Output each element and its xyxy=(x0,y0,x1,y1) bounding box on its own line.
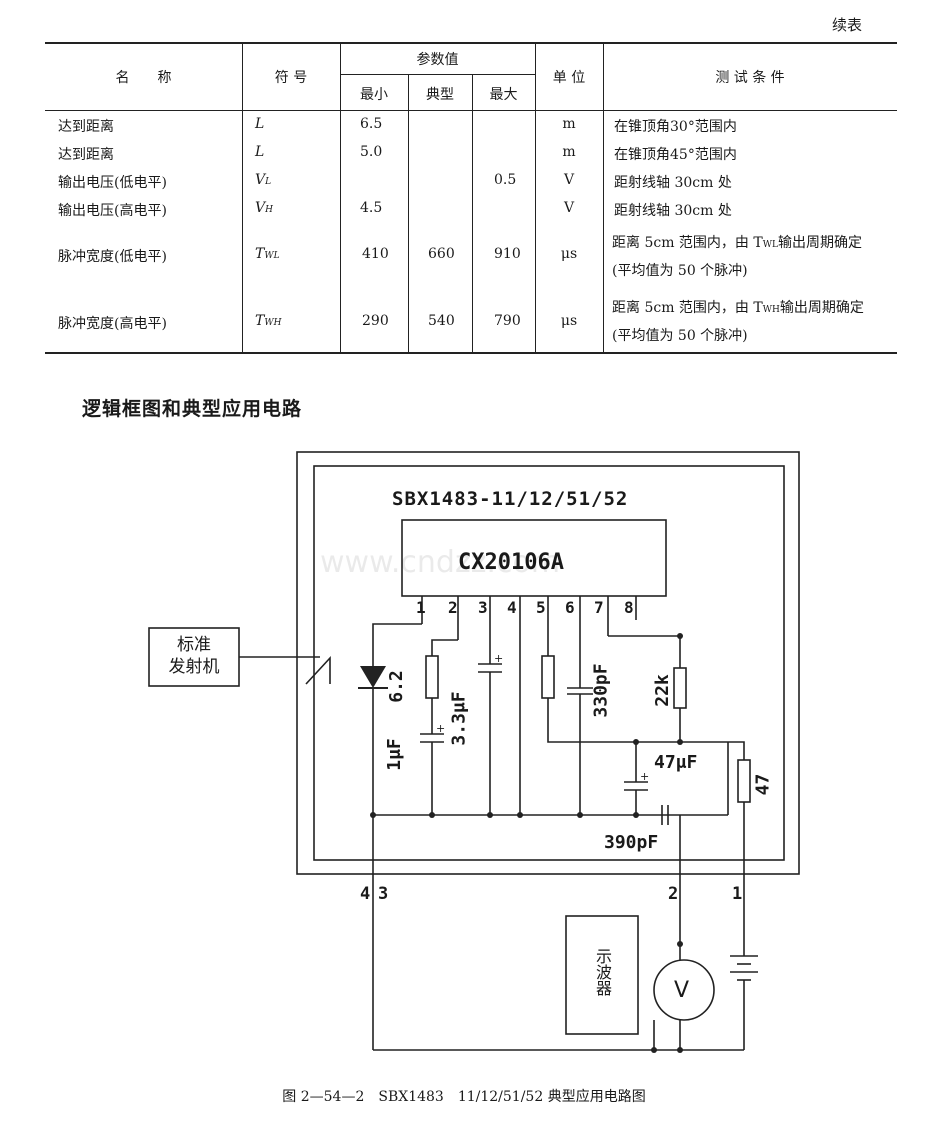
row-unit: μs xyxy=(560,246,578,262)
pin-label: 3 xyxy=(478,598,488,617)
row-condition: 距射线轴 30cm 处 xyxy=(614,175,732,191)
row-min: 290 xyxy=(362,313,389,329)
transmitter-line2: 发射机 xyxy=(168,657,220,677)
header-name: 名 称 xyxy=(115,70,172,86)
transmitter-label: 标准 发射机 xyxy=(149,634,239,678)
row-max: 910 xyxy=(494,246,521,262)
header-min: 最小 xyxy=(360,87,388,103)
resistor-6-2 xyxy=(425,655,439,699)
row-name: 输出电压(高电平) xyxy=(58,203,167,219)
row-max: 0.5 xyxy=(494,172,517,188)
voltmeter-circle xyxy=(653,959,715,1021)
module-outer-frame xyxy=(296,451,800,875)
ext-pin-label: 4 xyxy=(360,884,371,904)
watermark: www.cndzz.com xyxy=(320,545,561,580)
polarity-plus-c2: + xyxy=(494,652,504,665)
pin-label: 7 xyxy=(594,598,604,617)
pin-label: 5 xyxy=(536,598,546,617)
row-typ: 540 xyxy=(428,313,455,329)
oscilloscope-box xyxy=(565,915,639,1035)
row-symbol: L xyxy=(255,116,265,132)
row-typ: 660 xyxy=(428,246,455,262)
pin-label: 4 xyxy=(507,598,517,617)
module-inner-frame xyxy=(313,465,785,861)
row-symbol: TWH xyxy=(255,313,282,329)
ext-pin-label: 2 xyxy=(668,884,679,904)
continued-label: 续表 xyxy=(832,16,863,34)
ext-pin-label: 1 xyxy=(732,884,743,904)
row-name: 达到距离 xyxy=(58,119,114,135)
row-symbol: VH xyxy=(255,200,273,216)
diode-icon xyxy=(360,666,386,688)
r1-value: 6.2 xyxy=(385,670,407,703)
row-name: 达到距离 xyxy=(58,147,114,163)
pin-label: 6 xyxy=(565,598,575,617)
row-condition-note: (平均值为 50 个脉冲) xyxy=(612,263,748,279)
row-name: 脉冲宽度(高电平) xyxy=(58,316,167,332)
row-condition: 距离 5cm 范围内，由 TWL输出周期确定 xyxy=(612,235,862,251)
c3-value: 330pF xyxy=(590,663,612,718)
section-title: 逻辑框图和典型应用电路 xyxy=(82,398,303,420)
row-name: 输出电压(低电平) xyxy=(58,175,167,191)
row-condition: 距射线轴 30cm 处 xyxy=(614,203,732,219)
module-label: SBX1483-11/12/51/52 xyxy=(392,488,629,510)
row-min: 6.5 xyxy=(360,116,383,132)
ic-label: CX20106A xyxy=(458,550,564,575)
transmitter-line1: 标准 xyxy=(177,635,211,655)
header-conditions: 测 试 条 件 xyxy=(715,70,785,86)
row-symbol: TWL xyxy=(255,246,280,262)
row-condition: 在锥顶角45°范围内 xyxy=(614,147,737,163)
c1-value: 1μF xyxy=(383,738,405,771)
resistor-pin5 xyxy=(541,655,555,699)
header-params: 参数值 xyxy=(416,52,459,68)
polarity-plus-c4: + xyxy=(640,770,650,783)
r2-value: 22k xyxy=(651,674,673,707)
row-condition-note: (平均值为 50 个脉冲) xyxy=(612,328,748,344)
polarity-plus-c1: + xyxy=(436,722,446,735)
row-min: 4.5 xyxy=(360,200,383,216)
ext-pin-label: 3 xyxy=(378,884,389,904)
resistor-22k xyxy=(673,667,687,709)
figure-caption: 图 2—54—2 SBX1483 11/12/51/52 典型应用电路图 xyxy=(282,1089,646,1105)
row-min: 5.0 xyxy=(360,144,383,160)
resistor-47 xyxy=(737,759,751,803)
c2-value: 3.3μF xyxy=(448,691,470,746)
pin-label: 8 xyxy=(624,598,634,617)
row-min: 410 xyxy=(362,246,389,262)
oscilloscope-label: 示波器 xyxy=(593,948,612,996)
pin-label: 2 xyxy=(448,598,458,617)
header-typ: 典型 xyxy=(426,87,454,103)
row-unit: V xyxy=(563,200,575,216)
row-condition: 在锥顶角30°范围内 xyxy=(614,119,737,135)
c5-value: 390pF xyxy=(604,832,659,853)
row-unit: m xyxy=(562,144,576,160)
row-unit: V xyxy=(563,172,575,188)
r3-value: 47 xyxy=(752,773,774,796)
c4-value: 47μF xyxy=(654,752,698,773)
row-symbol: L xyxy=(255,144,265,160)
row-unit: μs xyxy=(560,313,578,329)
header-max: 最大 xyxy=(489,87,518,103)
row-name: 脉冲宽度(低电平) xyxy=(58,249,167,265)
row-symbol: VL xyxy=(255,172,272,188)
pin-label: 1 xyxy=(416,598,426,617)
header-symbol: 符 号 xyxy=(274,70,308,86)
row-unit: m xyxy=(562,116,576,132)
voltmeter-label: V xyxy=(674,978,690,1003)
row-max: 790 xyxy=(494,313,521,329)
ic-body xyxy=(401,519,667,597)
header-unit: 单 位 xyxy=(552,70,586,86)
row-condition: 距离 5cm 范围内，由 TWH输出周期确定 xyxy=(612,300,864,316)
